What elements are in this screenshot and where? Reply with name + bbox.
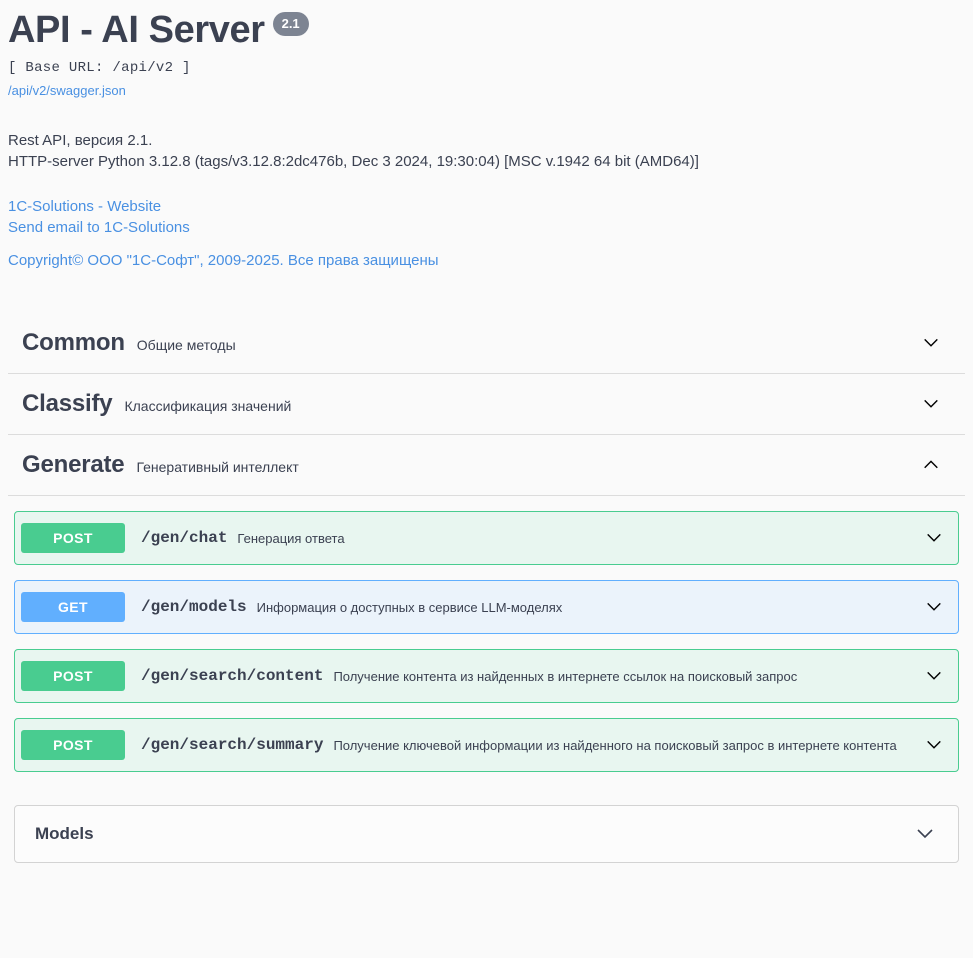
http-method-badge: POST [21, 523, 125, 553]
tag-name-common: Common [22, 329, 125, 356]
contact-email-link[interactable]: Send email to 1C-Solutions [8, 219, 190, 236]
tag-description-common: Общие методы [136, 337, 236, 353]
description-line-1: Rest API, версия 2.1. [8, 132, 153, 149]
chevron-down-icon[interactable] [924, 666, 944, 686]
chevron-up-icon[interactable] [921, 455, 941, 475]
operation-list-generate: POST /gen/chat Генерация ответа GET /gen… [8, 496, 965, 772]
operation-post-gen-search-content[interactable]: POST /gen/search/content Получение конте… [14, 649, 959, 703]
operation-path: /gen/search/summary [141, 736, 324, 754]
tag-section-common: Common Общие методы [8, 313, 965, 374]
description-line-2: HTTP-server Python 3.12.8 (tags/v3.12.8:… [8, 153, 699, 170]
http-method-badge: POST [21, 730, 125, 760]
operation-summary: Получение контента из найденных в интерн… [333, 668, 798, 684]
http-method-badge: POST [21, 661, 125, 691]
tag-description-generate: Генеративный интеллект [136, 459, 299, 475]
operation-post-gen-chat[interactable]: POST /gen/chat Генерация ответа [14, 511, 959, 565]
swagger-ui-root: API - AI Server 2.1 [ Base URL: /api/v2 … [8, 0, 965, 863]
chevron-down-icon[interactable] [924, 528, 944, 548]
tag-header-common[interactable]: Common Общие методы [8, 313, 965, 374]
tag-section-classify: Classify Классификация значений [8, 374, 965, 435]
operation-summary: Информация о доступных в сервисе LLM-мод… [256, 599, 563, 615]
version-badge: 2.1 [272, 12, 309, 36]
chevron-down-icon[interactable] [914, 823, 936, 845]
models-title: Models [35, 824, 94, 843]
chevron-down-icon[interactable] [924, 597, 944, 617]
page-title: API - AI Server 2.1 [8, 6, 965, 54]
tag-name-generate: Generate [22, 451, 125, 478]
tag-description-classify: Классификация значений [124, 398, 292, 414]
chevron-down-icon[interactable] [924, 735, 944, 755]
tag-name-classify: Classify [22, 390, 113, 417]
chevron-down-icon[interactable] [921, 333, 941, 353]
contact-block: 1C-Solutions - Website Send email to 1C-… [8, 196, 965, 238]
operation-summary: Генерация ответа [237, 530, 345, 546]
license-block: Copyright© ООО "1С-Софт", 2009-2025. Все… [8, 250, 965, 271]
base-url: [ Base URL: /api/v2 ] [8, 60, 191, 76]
operation-path: /gen/chat [141, 529, 228, 547]
models-section[interactable]: Models [14, 805, 959, 863]
tag-header-generate[interactable]: Generate Генеративный интеллект [8, 435, 965, 496]
operation-summary: Получение ключевой информации из найденн… [333, 737, 897, 753]
http-method-badge: GET [21, 592, 125, 622]
operation-post-gen-search-summary[interactable]: POST /gen/search/summary Получение ключе… [14, 718, 959, 772]
tag-sections: Common Общие методы Classify Классификац… [8, 313, 965, 772]
operation-path: /gen/search/content [141, 667, 324, 685]
tag-header-classify[interactable]: Classify Классификация значений [8, 374, 965, 435]
api-info-block: API - AI Server 2.1 [ Base URL: /api/v2 … [8, 0, 965, 271]
swagger-json-link[interactable]: /api/v2/swagger.json [8, 83, 126, 98]
operation-path: /gen/models [141, 598, 247, 616]
contact-website-link[interactable]: 1C-Solutions - Website [8, 198, 162, 215]
chevron-down-icon[interactable] [921, 394, 941, 414]
license-link[interactable]: Copyright© ООО "1С-Софт", 2009-2025. Все… [8, 252, 439, 269]
operation-get-gen-models[interactable]: GET /gen/models Информация о доступных в… [14, 580, 959, 634]
api-description: Rest API, версия 2.1. HTTP-server Python… [8, 130, 965, 172]
api-title: API - AI Server [8, 9, 265, 51]
tag-section-generate: Generate Генеративный интеллект POST /ge… [8, 435, 965, 772]
